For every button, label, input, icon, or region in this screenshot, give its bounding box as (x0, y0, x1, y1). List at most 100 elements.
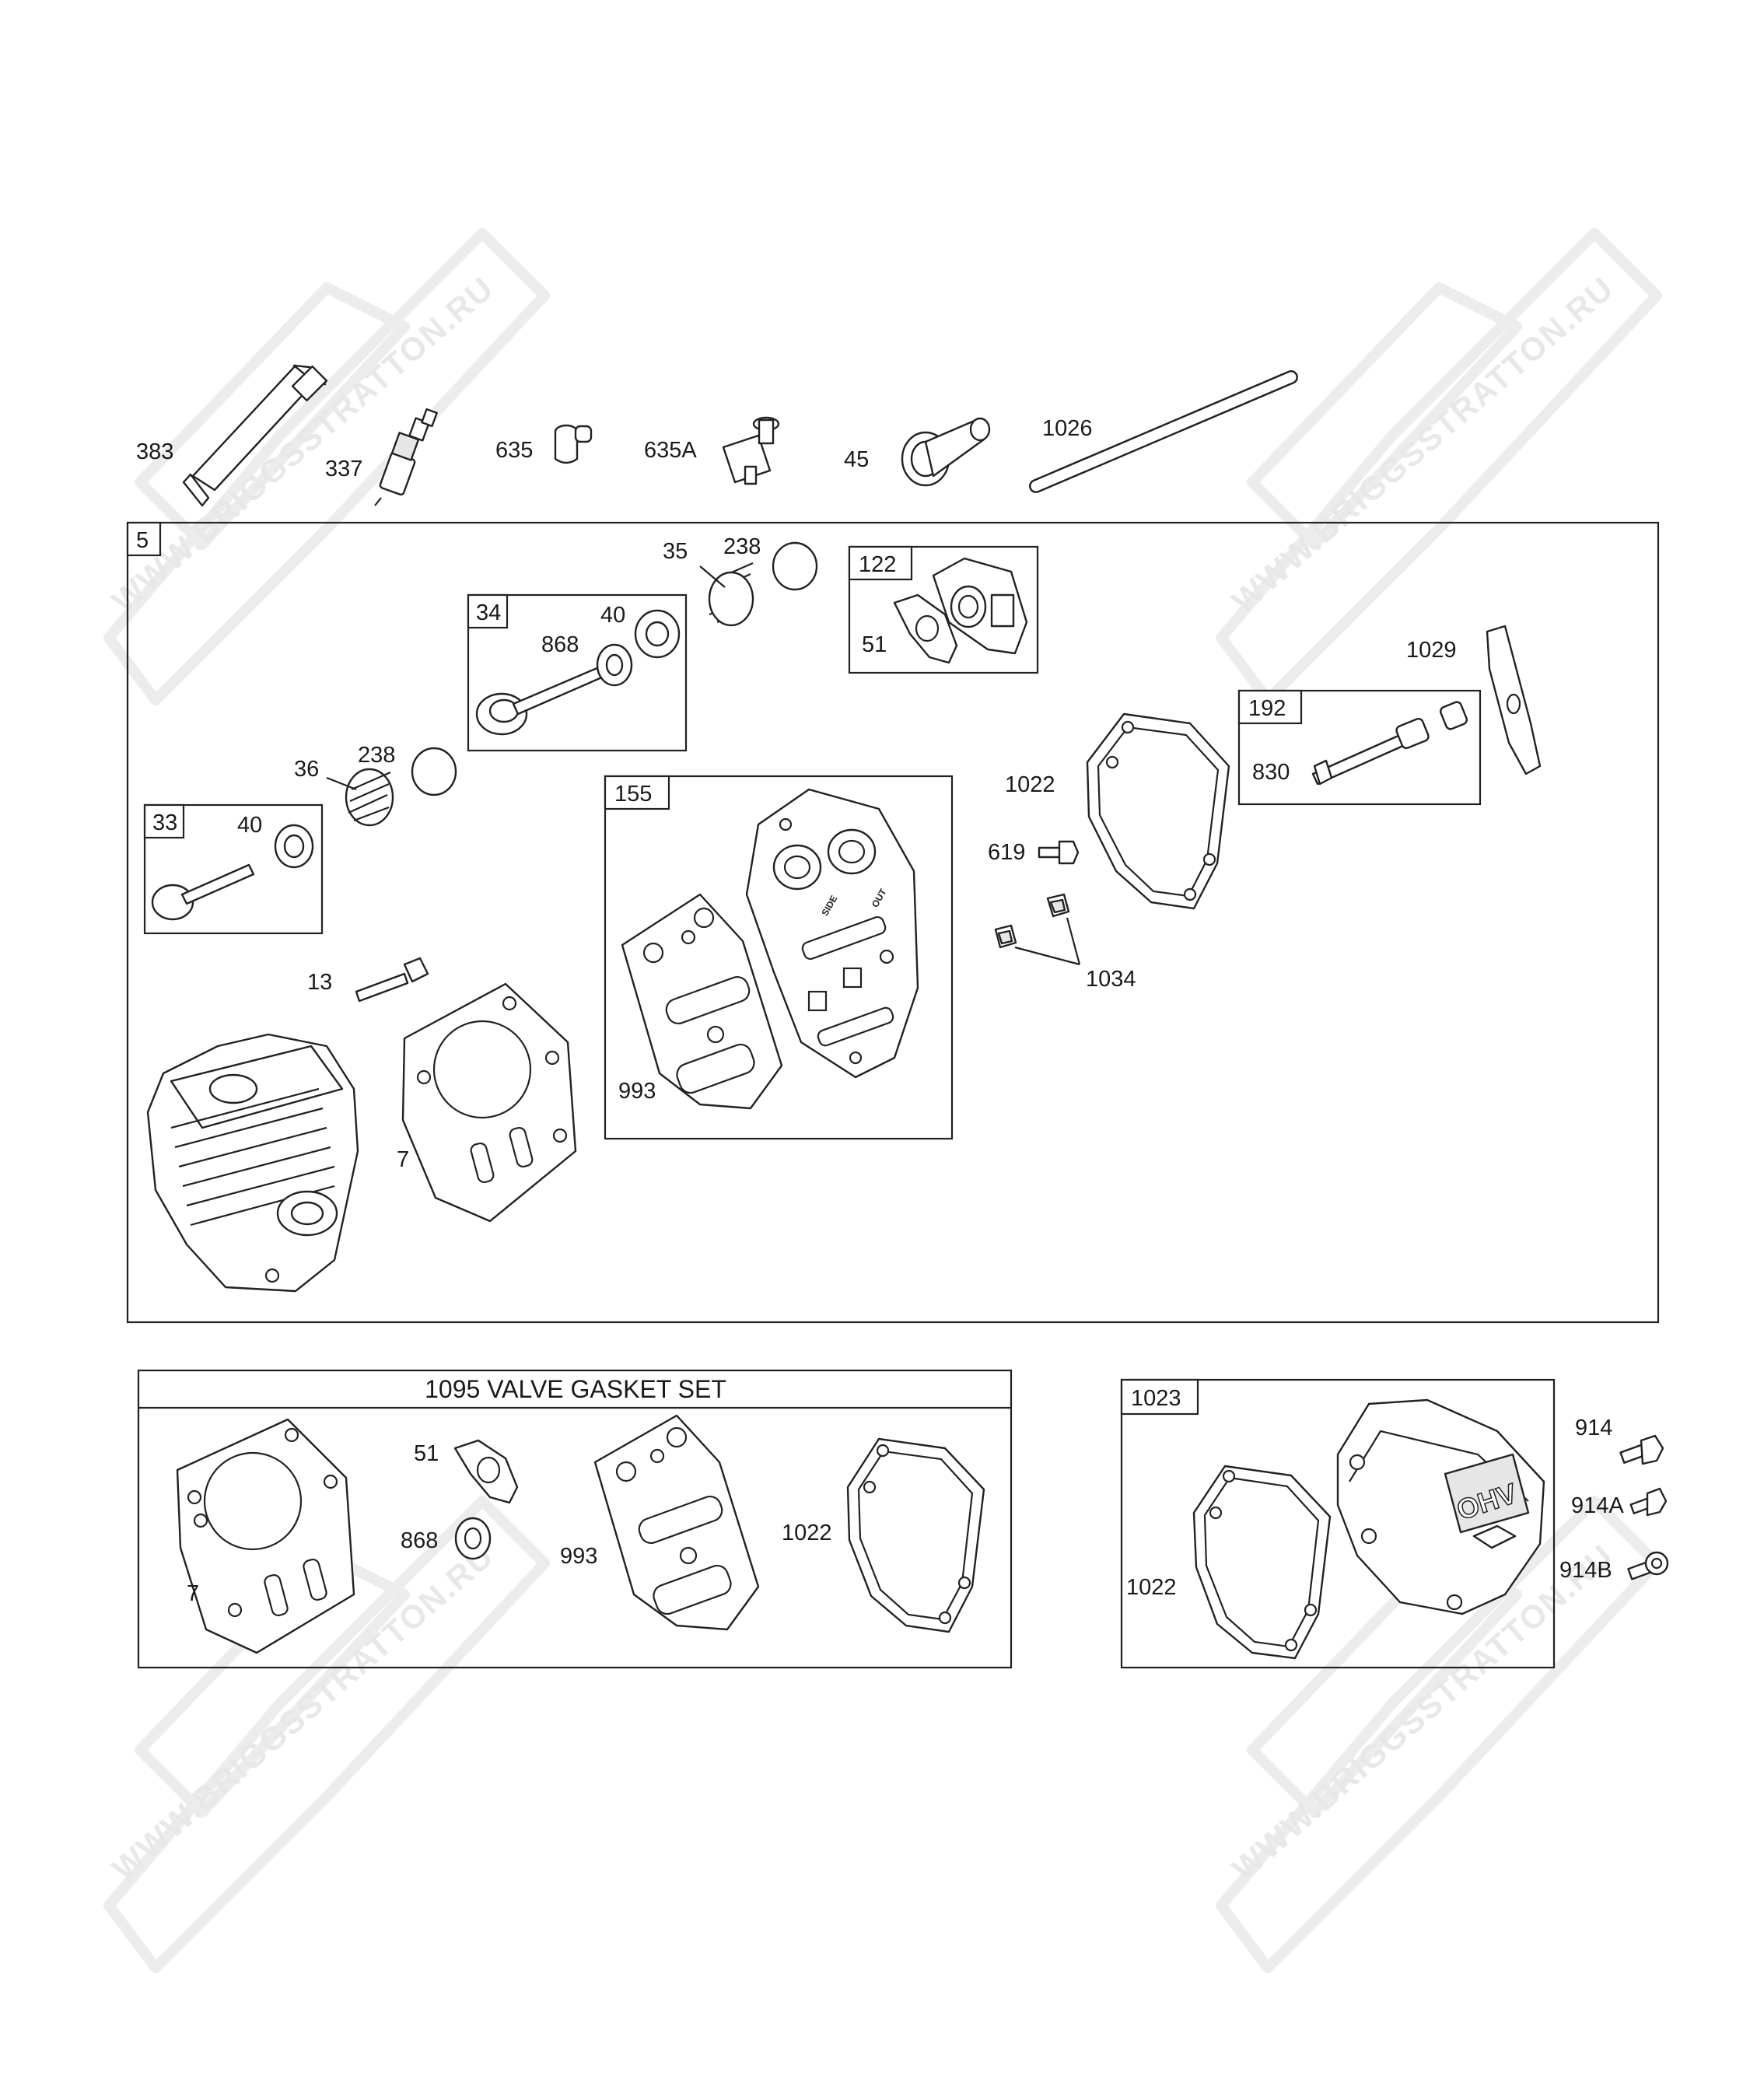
watermark-top-right: WWW.BRIGGSSTRATTON.RU (1216, 228, 1662, 705)
label-914A: 914A (1571, 1493, 1624, 1518)
group-1095-frame (137, 1369, 1013, 1669)
part-13-head-bolt[interactable]: 13 (307, 957, 429, 1003)
part-238-valve-cap[interactable]: 238 (723, 534, 818, 591)
label-238-2: 238 (358, 743, 395, 768)
label-7-set: 7 (187, 1581, 199, 1606)
label-51-set: 51 (414, 1441, 439, 1466)
group-1023-tag (1120, 1378, 1199, 1416)
part-337-spark-plug[interactable]: 337 (325, 408, 438, 506)
subgroup-155-tag-label: 155 (614, 782, 652, 807)
label-635: 635 (495, 438, 533, 463)
part-868-valve-seal-set[interactable]: 868 (401, 1517, 492, 1560)
part-993-gasket[interactable]: 993 (618, 893, 783, 1110)
subgroup-33-tag (143, 803, 185, 839)
label-914B: 914B (1559, 1558, 1612, 1583)
label-914: 914 (1575, 1416, 1612, 1440)
label-635A: 635A (644, 438, 697, 463)
part-619-bolt[interactable]: 619 (988, 840, 1080, 865)
label-383: 383 (136, 439, 173, 464)
subgroup-192-rocker-stud: 192 830 (1237, 689, 1482, 806)
group-1023-frame (1120, 1378, 1556, 1669)
part-1026-push-rod[interactable]: 1026 (1029, 370, 1298, 493)
part-1022-valve-cover-gasket[interactable]: 1022 (1005, 712, 1230, 910)
group-5-tag-label: 5 (136, 528, 149, 553)
subgroup-34-intake-valve: 34 868 40 (467, 593, 688, 752)
label-35: 35 (663, 539, 688, 564)
label-1022-cover: 1022 (1126, 1575, 1177, 1600)
label-868: 868 (541, 632, 579, 657)
brand-logo (1472, 1524, 1517, 1549)
subgroup-192-tag-label: 192 (1248, 696, 1286, 721)
group-1023-tag-label: 1023 (1131, 1386, 1181, 1411)
label-619: 619 (988, 840, 1025, 865)
label-1034: 1034 (1086, 967, 1136, 992)
subgroup-192-tag (1237, 689, 1303, 725)
group-1095-valve-gasket-set: 1095 VALVE GASKET SET 7 51 868 (137, 1369, 1013, 1669)
part-1022-gasket-cover[interactable]: 1022 (1126, 1465, 1332, 1660)
part-238-valve-cap-2[interactable]: 238 (358, 743, 457, 796)
label-993-set: 993 (560, 1544, 597, 1569)
group-1023-valve-cover: 1023 1022 OHV (1120, 1378, 1556, 1669)
part-914-screw[interactable]: 914 (1575, 1416, 1664, 1465)
label-36: 36 (294, 757, 319, 782)
part-868-valve-seal[interactable]: 868 (541, 632, 633, 687)
part-1034-valve-keepers[interactable]: 1034 (994, 893, 1136, 992)
subgroup-122-tag-label: 122 (859, 552, 896, 577)
part-35-valve-spring[interactable]: 35 (663, 539, 754, 627)
part-7-head-gasket[interactable]: 7 (397, 982, 577, 1223)
part-51-intake-gasket[interactable]: 51 (862, 593, 958, 664)
subgroup-155-frame (604, 775, 954, 1140)
part-cylinder-head[interactable] (146, 1033, 359, 1293)
part-45-valve-guide[interactable]: 45 (844, 417, 991, 487)
group-5-cylinder-head: 5 35 238 34 868 (126, 521, 1660, 1324)
part-40-valve-retainer[interactable]: 40 (600, 603, 681, 659)
subgroup-155-tag (604, 775, 670, 810)
label-993: 993 (618, 1079, 656, 1104)
subgroup-122-frame (848, 545, 1039, 674)
part-383-breaker-bar[interactable]: 383 (136, 364, 328, 507)
part-635-spark-plug-boot[interactable]: 635 (495, 424, 593, 464)
part-valve-cover-plate[interactable]: SIDE OUT (745, 788, 919, 1079)
part-exhaust-valve[interactable] (151, 863, 255, 921)
group-5-frame (126, 521, 1660, 1324)
part-valve-cover[interactable]: OHV (1336, 1398, 1545, 1615)
subgroup-192-frame (1237, 689, 1482, 806)
part-36-valve-spring[interactable]: 36 (294, 757, 394, 827)
part-1022-valve-cover-gasket-set[interactable]: 1022 (782, 1437, 985, 1633)
label-7: 7 (397, 1147, 409, 1172)
part-intake-adapter[interactable] (932, 557, 1028, 655)
label-1026: 1026 (1042, 416, 1093, 441)
label-13: 13 (307, 970, 332, 995)
label-868-set: 868 (401, 1528, 438, 1553)
part-valve[interactable] (475, 666, 605, 736)
label-40-2: 40 (237, 813, 262, 838)
label-1029: 1029 (1406, 638, 1457, 663)
label-337: 337 (325, 457, 362, 481)
label-45: 45 (844, 447, 869, 472)
part-914A-screw[interactable]: 914A (1571, 1487, 1668, 1518)
group-5-tag (126, 521, 162, 557)
subgroup-34-tag (467, 593, 509, 629)
label-238: 238 (723, 534, 761, 559)
part-7-head-gasket-set[interactable]: 7 (176, 1418, 355, 1654)
subgroup-34-frame (467, 593, 688, 752)
part-635A-spark-plug-boot[interactable]: 635A (644, 416, 780, 485)
part-830-rocker-stud[interactable]: 830 (1252, 701, 1468, 786)
part-51-intake-gasket-set[interactable]: 51 (414, 1439, 519, 1504)
subgroup-155-valve-cover-plate: 155 993 (604, 775, 954, 1140)
subgroup-33-exhaust-valve: 33 40 (143, 803, 324, 935)
subgroup-33-tag-label: 33 (152, 810, 177, 835)
label-1022: 1022 (1005, 772, 1055, 797)
subgroup-33-frame (143, 803, 324, 935)
label-1022-set: 1022 (782, 1521, 832, 1545)
part-40-valve-retainer-2[interactable]: 40 (237, 813, 314, 869)
label-40: 40 (600, 603, 625, 628)
ohv-emblem-plate (1444, 1453, 1530, 1534)
part-914B-screw[interactable]: 914B (1559, 1551, 1669, 1583)
subgroup-122-tag (848, 545, 913, 581)
label-51: 51 (862, 632, 887, 657)
part-993-gasket-set[interactable]: 993 (560, 1414, 760, 1631)
subgroup-122-intake-adapter: 122 51 (848, 545, 1039, 674)
part-1029-rocker-arm[interactable]: 1029 (1406, 625, 1542, 775)
